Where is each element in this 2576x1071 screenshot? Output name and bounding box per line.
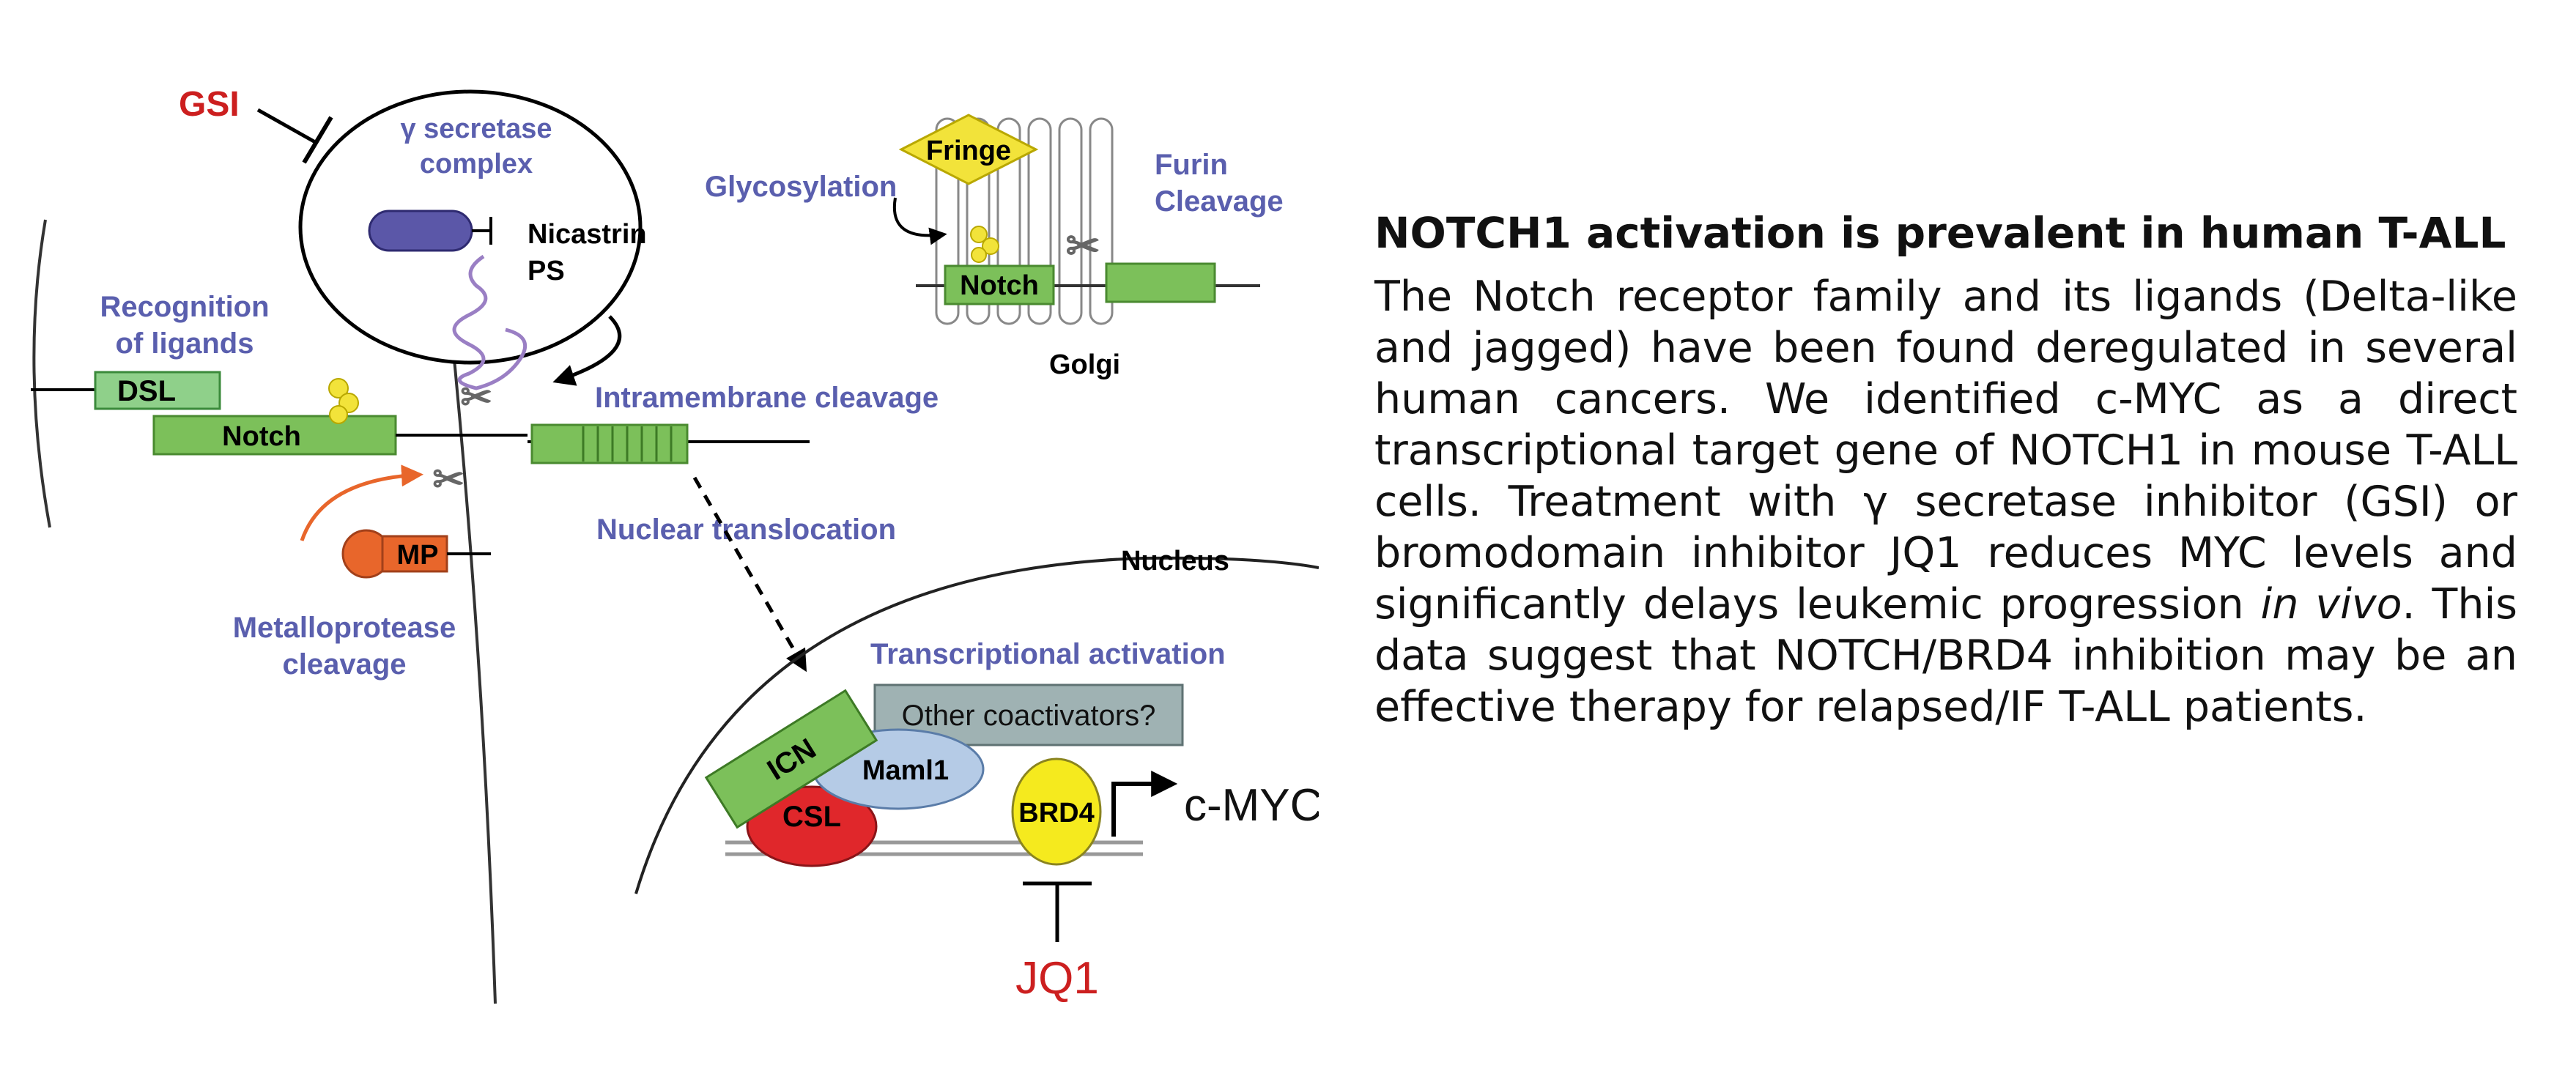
intramembrane-cleavage-label: Intramembrane cleavage	[595, 382, 939, 414]
notch-signaling-diagram: Notch ✂ Fringe Glycosylation Furin Cleav…	[31, 85, 1319, 1004]
mp-box	[381, 535, 448, 573]
ps-label: PS	[528, 256, 565, 286]
maml1-label: Maml1	[862, 755, 949, 786]
adam-arrow	[300, 464, 423, 541]
golgi-label: Golgi	[1049, 349, 1120, 380]
cell-membrane	[451, 344, 497, 1004]
left-cell-membrane	[32, 219, 51, 528]
recognition-label-line2: of ligands	[116, 327, 254, 360]
fringe-label: Fringe	[926, 136, 1011, 166]
notch-receptor-box	[152, 415, 397, 456]
cmyc-label: c-MYC	[1184, 780, 1319, 831]
recognition-label-line1: Recognition	[100, 291, 269, 323]
other-coactivators-label: Other coactivators?	[902, 700, 1156, 732]
panel-body: The Notch receptor family and its ligand…	[1374, 271, 2517, 733]
scissors-icon: ✂	[1066, 223, 1100, 269]
glycosylation-label: Glycosylation	[705, 171, 897, 203]
translocation-arrow	[692, 476, 807, 672]
panel-body-italic: in vivo	[2260, 580, 2402, 629]
csl-shape	[746, 785, 878, 867]
golgi-notch-label: Notch	[960, 270, 1039, 301]
furin-label-line2: Cleavage	[1155, 185, 1284, 218]
gamma-secretase-label-line2: complex	[420, 149, 533, 179]
description-panel: NOTCH1 activation is prevalent in human …	[1374, 202, 2517, 733]
gsi-label: GSI	[179, 85, 240, 124]
intramembrane-fragment	[530, 423, 689, 464]
cleavage-arrow	[552, 315, 622, 386]
gsi-inhibition-bar	[302, 116, 333, 164]
nicastrin-shape	[368, 210, 473, 252]
gamma-secretase-label-line1: γ secretase	[400, 114, 552, 144]
nicastrin-label: Nicastrin	[528, 219, 647, 250]
transcription-start-arrow	[1111, 771, 1178, 837]
brd4-shape	[1011, 757, 1102, 866]
presenilin-coil	[452, 254, 528, 390]
scissors-gamma-icon: ✂	[460, 377, 492, 419]
panel-body-text-end: . This data suggest that NOTCH/BRD4 inhi…	[1374, 580, 2517, 731]
furin-label-line1: Furin	[1155, 149, 1228, 181]
golgi-glycan	[970, 226, 999, 263]
golgi-notch-box	[944, 264, 1055, 305]
nuclear-envelope	[634, 556, 1319, 894]
nuclear-translocation-label: Nuclear translocation	[596, 514, 896, 546]
glycosylation-arrow	[892, 197, 947, 245]
metalloprotease-label-line1: Metalloprotease	[233, 612, 456, 644]
brd4-label: BRD4	[1018, 798, 1094, 829]
icn-box: ICN	[704, 689, 878, 829]
gsi-inhibition-line	[256, 108, 318, 145]
mp-label: MP	[397, 540, 439, 571]
fringe-diamond	[898, 114, 1039, 185]
notch-glycan	[328, 378, 359, 424]
panel-title: NOTCH1 activation is prevalent in human …	[1374, 208, 2506, 258]
dsl-label: DSL	[117, 375, 176, 407]
nucleus-label: Nucleus	[1121, 546, 1229, 577]
fragment-stripes	[582, 426, 673, 462]
jq1-label: JQ1	[1015, 953, 1099, 1004]
notch-receptor-label: Notch	[222, 421, 301, 452]
golgi-notch-box-2	[1105, 262, 1216, 303]
metalloprotease-label-line2: cleavage	[282, 648, 406, 681]
scissors-adam-icon: ✂	[432, 459, 465, 501]
csl-label: CSL	[782, 801, 841, 833]
transcriptional-activation-label: Transcriptional activation	[870, 638, 1226, 670]
panel-body-text: The Notch receptor family and its ligand…	[1374, 273, 2517, 629]
dsl-box	[94, 371, 221, 410]
